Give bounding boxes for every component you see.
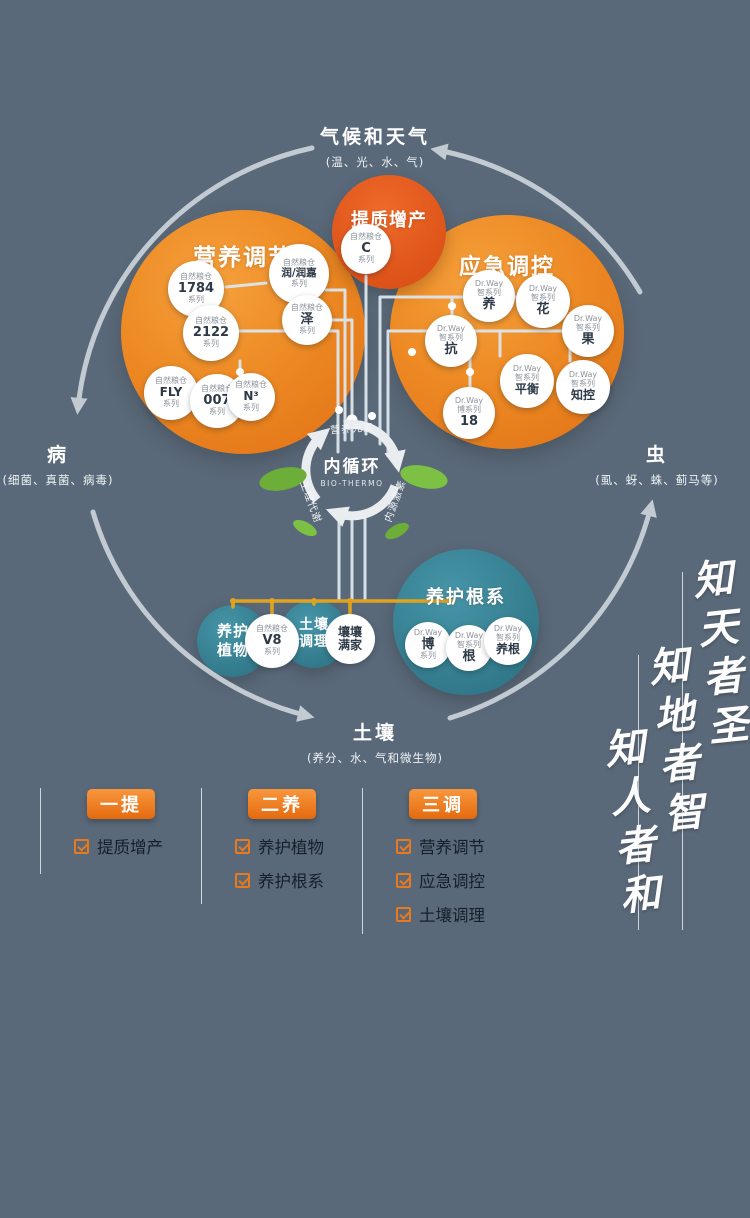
product-drway-zhikong: Dr.Way 智系列 知控	[556, 360, 610, 414]
checkbox-icon	[396, 906, 411, 922]
network-lines	[224, 274, 572, 603]
boost-title: 提质增产	[351, 210, 427, 231]
product-naturalstore-run: 自然粮仓 润/润嘉 系列	[269, 244, 329, 304]
product-naturalstore-fly: 自然粮仓 FLY 系列	[144, 366, 198, 420]
badge-yiti: 一提	[87, 789, 155, 819]
badge-santiao: 三调	[409, 789, 477, 819]
product-naturalstore-ze: 自然粮仓 泽 系列	[282, 295, 332, 345]
checkbox-icon	[235, 872, 250, 888]
check-icon	[398, 874, 411, 886]
product-drway-guo: Dr.Way 智系列 果	[562, 305, 614, 357]
nutrition-title: 营养调节	[193, 245, 293, 271]
soil-care-label: 土壤调理	[299, 616, 329, 651]
hub-title: 内循环	[323, 457, 381, 477]
check-item-label: 养护根系	[258, 872, 324, 891]
checkbox-icon	[396, 838, 411, 854]
cycle-node-soil: 土壤 (养分、水、气和微生物)	[307, 722, 443, 765]
product-drway-hua: Dr.Way 智系列 花	[516, 274, 570, 328]
plant-care-label: 养护植物	[216, 622, 249, 659]
checkbox-icon	[396, 872, 411, 888]
check-item: 养护植物	[235, 834, 387, 858]
check-item: 提质增产	[74, 834, 226, 858]
checkbox-icon	[235, 838, 250, 854]
product-drway-18: Dr.Way 博系列 18	[443, 387, 495, 439]
product-naturalstore-v8: 自然粮仓 V8 系列	[245, 614, 299, 668]
hub-subtitle: BIO-THERMO	[320, 479, 384, 488]
yellow-node-dots	[230, 598, 353, 604]
cycle-node-insect: 虫 (虱、蚜、蛛、蓟马等)	[595, 444, 719, 487]
product-naturalstore-n3: 自然粮仓 N³ 系列	[227, 373, 275, 421]
calligraphy-divider-2	[638, 655, 639, 930]
check-icon	[237, 874, 250, 886]
hub-title-block: 内循环 BIO-THERMO	[311, 452, 393, 488]
summary-col-santiao: 三调 营养调节 应急调控 土壤调理	[396, 789, 548, 926]
product-drway-bo: Dr.Way 博 系列	[405, 622, 451, 668]
check-item-label: 营养调节	[419, 838, 485, 857]
badge-eryang: 二养	[248, 789, 316, 819]
check-icon	[398, 840, 411, 852]
roots-title: 养护根系	[426, 587, 506, 608]
checkbox-icon	[74, 838, 89, 854]
product-drway-yanggen: Dr.Way 智系列 养根	[484, 617, 532, 665]
product-drway-kang: Dr.Way 智系列 抗	[425, 315, 477, 367]
check-icon	[237, 840, 250, 852]
check-item-label: 应急调控	[419, 872, 485, 891]
product-rangrangmanjia: 壤壤 满家	[325, 614, 375, 664]
summary-divider-3	[362, 788, 363, 934]
summary-divider-1	[40, 788, 41, 874]
check-icon	[76, 840, 89, 852]
check-item-label: 养护植物	[258, 838, 324, 857]
product-naturalstore-c: 自然粮仓 C 系列	[341, 224, 391, 274]
summary-divider-2	[201, 788, 202, 904]
product-drway-pingheng: Dr.Way 智系列 平衡	[500, 354, 554, 408]
check-icon	[398, 908, 411, 920]
hub-cycle-arrows	[301, 419, 406, 527]
calligraphy-divider-1	[682, 572, 683, 930]
product-naturalstore-2122: 自然粮仓 2122 系列	[183, 305, 239, 361]
check-item: 土壤调理	[396, 902, 548, 926]
summary-col-yiti: 一提 提质增产	[74, 789, 226, 858]
check-item: 营养调节	[396, 834, 548, 858]
cycle-node-climate: 气候和天气 (温、光、水、气)	[319, 126, 430, 169]
check-item: 应急调控	[396, 868, 548, 892]
check-item: 养护根系	[235, 868, 387, 892]
leaf-icons	[259, 465, 448, 540]
product-drway-yang: Dr.Way 智系列 养	[463, 270, 515, 322]
product-naturalstore-1784: 自然粮仓 1784 系列	[168, 261, 224, 317]
cycle-node-disease: 病 (细菌、真菌、病毒)	[2, 444, 114, 487]
summary-col-eryang: 二养 养护植物 养护根系	[235, 789, 387, 892]
check-item-label: 提质增产	[97, 838, 163, 857]
emergency-title: 应急调控	[458, 255, 555, 280]
check-item-label: 土壤调理	[419, 906, 485, 925]
outer-cycle-arrows	[70, 143, 657, 722]
plant-care-circle: 养护植物	[197, 605, 269, 677]
